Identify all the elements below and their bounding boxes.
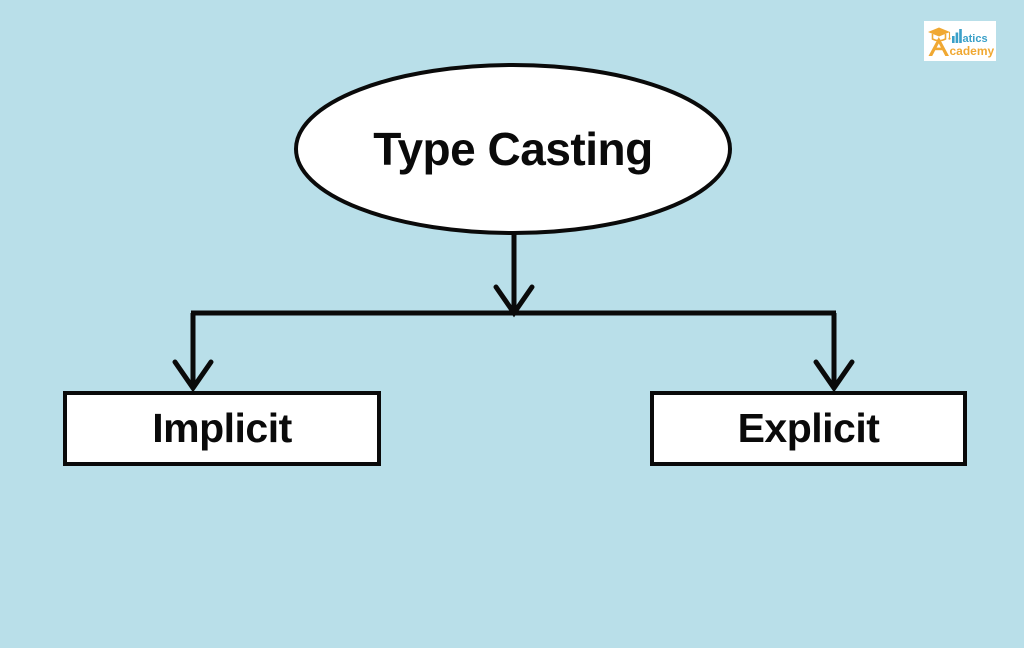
- arrowhead-junction-to-implicit: [172, 359, 214, 393]
- bar-chart-icon: [952, 29, 962, 43]
- root-node-ellipse[interactable]: [294, 63, 732, 235]
- logo-letter-a: [928, 37, 949, 56]
- arrowhead-junction-to-explicit: [813, 359, 855, 393]
- implicit-node-box[interactable]: [63, 391, 381, 466]
- logo-text-bottom: cademy: [950, 44, 995, 58]
- matics-academy-logo: atics cademy: [924, 21, 996, 61]
- explicit-node-box[interactable]: [650, 391, 967, 466]
- logo-text-top: atics: [963, 33, 988, 45]
